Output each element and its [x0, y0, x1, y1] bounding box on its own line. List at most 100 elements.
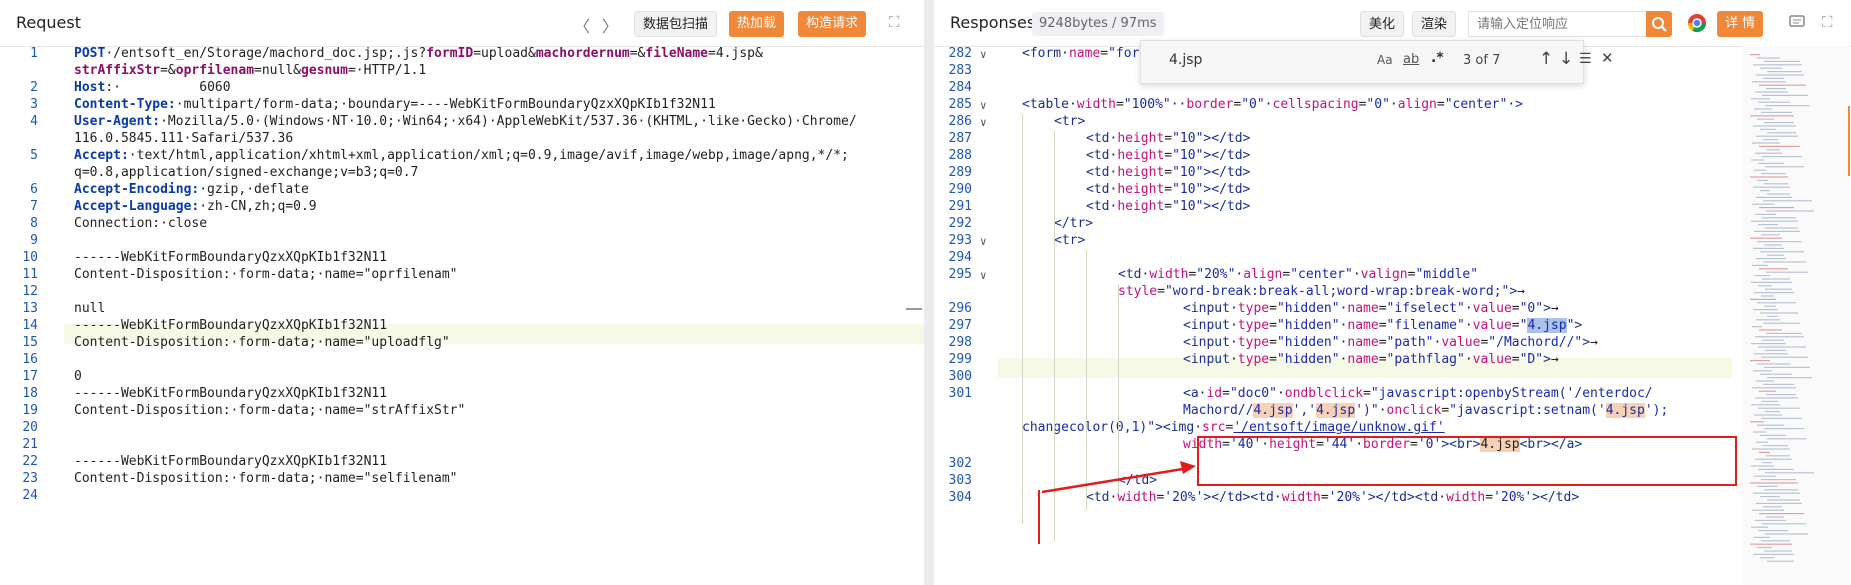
highlight-box [1197, 436, 1737, 486]
minimap-line [1754, 475, 1776, 477]
minimap-line [1767, 71, 1802, 73]
expand-icon[interactable]: ⛶ [889, 13, 900, 31]
comment-icon[interactable] [1788, 13, 1806, 35]
fold-chevron-icon[interactable]: ∨ [980, 269, 987, 282]
line-number: 18 [22, 386, 38, 401]
fold-chevron-icon[interactable]: ∨ [980, 116, 987, 129]
line-number: 13 [22, 301, 38, 316]
render-button[interactable]: 渲染 [1412, 11, 1457, 37]
close-find-icon[interactable]: ✕ [1601, 49, 1614, 67]
minimap-line [1753, 64, 1802, 66]
minimap-line [1767, 499, 1800, 501]
request-line: Content-Disposition:·form-data;·name="st… [74, 403, 466, 418]
minimap-line [1763, 322, 1800, 324]
request-line: 116.0.5845.111·Safari/537.36 [74, 131, 294, 146]
request-line: Accept-Encoding:·gzip,·deflate [74, 182, 309, 197]
request-line: Host:· 6060 [74, 80, 231, 95]
search-icon[interactable] [1646, 11, 1672, 37]
minimap-line [1751, 281, 1792, 283]
minimap-line [1759, 145, 1800, 147]
response-line: style="word-break:break-all;word-wrap:br… [1118, 284, 1525, 299]
minimap-line [1762, 217, 1796, 219]
response-line: <td·height="10"></td> [1086, 148, 1251, 163]
minimap-line [1765, 288, 1792, 290]
minimap-line [1761, 111, 1792, 113]
detail-button[interactable]: 详 情 [1717, 11, 1764, 37]
minimap-line [1759, 207, 1794, 209]
minimap-line [1752, 326, 1762, 328]
request-line: Content-Disposition:·form-data;·name="up… [74, 335, 450, 350]
minimap-line [1763, 383, 1794, 385]
pretty-button[interactable]: 美化 [1360, 11, 1405, 37]
minimap-line [1761, 540, 1790, 542]
line-number: 1 [30, 46, 38, 61]
response-line: <a·id="doc0"·ondblclick="javascript:open… [1183, 386, 1653, 401]
response-line: <input·type="hidden"·name="pathflag"·val… [1183, 352, 1559, 367]
line-number: 19 [22, 403, 38, 418]
regex-toggle[interactable]: .* [1431, 50, 1444, 66]
hot-reload-button[interactable]: 热加载 [729, 11, 785, 37]
line-number: 303 [948, 473, 972, 488]
minimap-line [1757, 179, 1768, 181]
minimap-line [1764, 305, 1776, 307]
request-editor[interactable]: 1 POST·/entsoft_en/Storage/machord_doc.js… [0, 46, 924, 585]
annotation-arrow [1041, 461, 1196, 494]
minimap[interactable] [1742, 46, 1850, 585]
fold-chevron-icon[interactable]: ∨ [980, 235, 987, 248]
minimap-line [1758, 224, 1778, 226]
minimap-line [1766, 149, 1780, 151]
minimap-line [1754, 353, 1788, 355]
panel-splitter[interactable] [924, 0, 934, 585]
response-panel: Responses 9248bytes / 97ms 美化 渲染 详 情 ⛶ 2… [934, 0, 1851, 585]
minimap-line [1766, 516, 1784, 518]
minimap-line [1764, 489, 1798, 491]
minimap-line [1765, 349, 1786, 351]
minimap-line [1763, 77, 1784, 79]
request-line: POST·/entsoft_en/Storage/machord_doc.jsp… [74, 46, 763, 61]
line-number: 11 [22, 267, 38, 282]
response-line: <td·height="10"></td> [1086, 199, 1251, 214]
minimap-line [1753, 247, 1784, 249]
response-line: <input·type="hidden"·name="ifselect"·val… [1183, 301, 1559, 316]
match-case-toggle[interactable]: Aa [1377, 53, 1393, 67]
next-arrow-icon[interactable]: 〉 [602, 17, 619, 36]
line-number: 16 [22, 352, 38, 367]
minimap-line [1762, 278, 1790, 280]
line-number: 293 [948, 233, 972, 248]
minimap-line [1752, 264, 1768, 266]
request-header: Request 〈 〉 数据包扫描 热加载 构造请求 ⛶ [0, 0, 924, 47]
line-number: 299 [948, 352, 972, 367]
minimap-line [1757, 241, 1802, 243]
prev-arrow-icon[interactable]: 〈 [574, 17, 591, 36]
minimap-line [1761, 479, 1796, 481]
fold-chevron-icon[interactable]: ∨ [980, 99, 987, 112]
find-menu-icon[interactable]: ☰ [1579, 51, 1592, 67]
minimap-line [1758, 285, 1772, 287]
previous-match-icon[interactable]: ↑ [1539, 49, 1554, 69]
build-request-button[interactable]: 构造请求 [798, 11, 867, 37]
minimap-line [1763, 139, 1778, 141]
scroll-marker [906, 308, 922, 310]
packet-scan-button[interactable]: 数据包扫描 [634, 11, 718, 37]
next-match-icon[interactable]: ↓ [1559, 49, 1574, 69]
fold-chevron-icon[interactable]: ∨ [980, 48, 987, 61]
whole-word-toggle[interactable]: ab [1403, 52, 1420, 67]
minimap-line [1756, 196, 1792, 198]
request-line: 0 [74, 369, 82, 384]
find-query[interactable]: 4.jsp [1169, 52, 1203, 68]
match-count: 3 of 7 [1463, 53, 1501, 68]
response-line: width='40'·height='44'·border='0'><br>4.… [1183, 437, 1583, 452]
minimap-line [1750, 543, 1792, 545]
minimap-line [1758, 162, 1784, 164]
minimap-line [1750, 237, 1782, 239]
request-line: q=0.8,application/signed-exchange;v=b3;q… [74, 165, 419, 180]
minimap-line [1757, 57, 1780, 59]
minimap-line [1758, 101, 1790, 103]
expand-response-icon[interactable]: ⛶ [1822, 13, 1833, 31]
chrome-icon[interactable] [1687, 13, 1707, 37]
minimap-line [1753, 370, 1772, 372]
locate-response-input[interactable] [1468, 11, 1648, 37]
minimap-line [1750, 298, 1776, 300]
minimap-line [1752, 448, 1790, 450]
